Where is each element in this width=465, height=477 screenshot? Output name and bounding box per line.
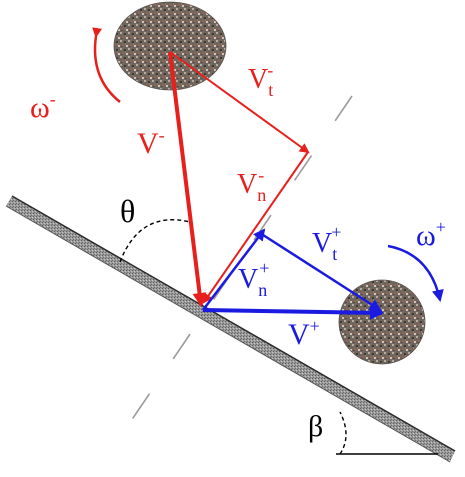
beta-label: β xyxy=(308,410,323,443)
omega-plus-rotation-arrow xyxy=(387,244,444,302)
omega-minus-label: ω- xyxy=(30,89,56,124)
omega-minus-rotation-arrow xyxy=(92,27,121,103)
incoming-rock-particle xyxy=(113,1,227,91)
vn-plus-vector xyxy=(202,228,266,311)
theta-label: θ xyxy=(120,193,135,229)
v-plus-vector xyxy=(202,305,384,320)
vt-minus-label: Vt- xyxy=(248,60,273,100)
v-minus-vector xyxy=(168,51,207,307)
slope-surface xyxy=(5,195,456,463)
beta-angle-arc xyxy=(339,411,347,455)
outgoing-rock-particle xyxy=(338,279,426,365)
vn-minus-label: Vn- xyxy=(237,165,266,205)
v-minus-label: V- xyxy=(137,125,165,160)
vt-plus-label: Vt+ xyxy=(312,222,341,264)
theta-angle-arc xyxy=(119,219,191,263)
vn-minus-vector xyxy=(202,151,309,304)
vt-plus-vector xyxy=(259,231,382,312)
v-plus-label: V+ xyxy=(288,316,320,351)
vn-plus-label: Vn+ xyxy=(238,258,269,300)
omega-plus-label: ω+ xyxy=(416,217,446,252)
vt-minus-vector xyxy=(169,51,310,154)
